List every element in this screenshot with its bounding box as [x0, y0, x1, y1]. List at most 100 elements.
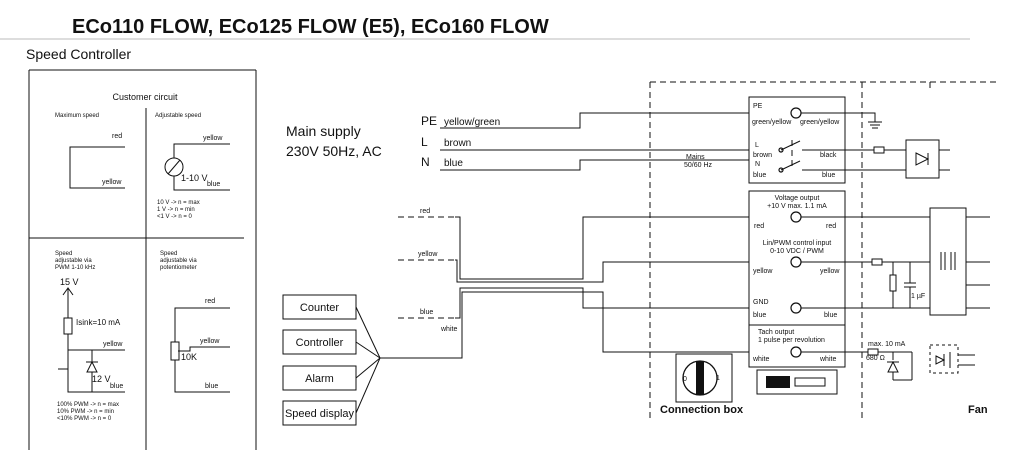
page-subtitle: Speed Controller: [26, 46, 131, 62]
device-counter: Counter: [282, 294, 357, 320]
control-wiring: red yellow blue white: [355, 208, 790, 414]
pe-color: yellow/green: [444, 117, 500, 128]
max-speed-label: Maximum speed: [55, 113, 99, 119]
fan-side: Fan 1 µF max. 10 mA 680 Ω: [866, 82, 990, 416]
box-l-code: L: [755, 142, 759, 149]
wire-white-label: white: [440, 326, 457, 333]
mains-label-1: Mains: [686, 154, 705, 161]
pwm-12v-label: 12 V: [92, 374, 111, 384]
voltage-note-2: 1 V -> n = min: [157, 207, 195, 213]
rectifier-box: [905, 139, 940, 179]
cap-label: 1 µF: [911, 293, 925, 300]
tach-resistor-label: 680 Ω: [866, 355, 885, 362]
box-pe-right: green/yellow: [800, 119, 840, 126]
fuse-symbol: [873, 146, 885, 154]
voltage-note-1: 10 V -> n = max: [157, 200, 200, 206]
pot-title-3: potentiometer: [160, 265, 197, 271]
adj-blue-label: blue: [207, 181, 220, 188]
vo-right: red: [826, 223, 836, 230]
pot-title-1: Speed: [160, 251, 177, 257]
pot-blue-label: blue: [205, 383, 218, 390]
voltage-output-1: Voltage output: [775, 195, 820, 202]
device-alarm-label: Alarm: [305, 373, 334, 385]
pot-yellow-label: yellow: [200, 338, 220, 345]
tach-terminal-block: [748, 324, 846, 368]
pwm-title-3: PWM 1-10 kHz: [55, 265, 95, 271]
device-counter-label: Counter: [300, 302, 339, 314]
adj-yellow-label: yellow: [203, 135, 223, 142]
pull-resistor: [889, 274, 897, 292]
control-input-terminal: [790, 256, 802, 268]
ci-right: yellow: [820, 268, 840, 275]
tach-1: Tach output: [758, 329, 794, 336]
wire-yellow-label: yellow: [418, 251, 438, 258]
gnd-right: blue: [824, 312, 837, 319]
pot-red-label: red: [205, 298, 215, 305]
voltage-note-3: <1 V -> n = 0: [157, 214, 193, 220]
box-pe-left: green/yellow: [752, 119, 792, 126]
n-code: N: [421, 155, 430, 169]
motor-electronics-box: [929, 207, 967, 316]
pwm-15v-label: 15 V: [60, 277, 79, 287]
pot-value-label: 10K: [181, 352, 197, 362]
main-supply-spec: 230V 50Hz, AC: [286, 143, 382, 159]
voltage-output-2: +10 V max. 1.1 mA: [767, 203, 827, 210]
connection-box: PE green/yellow green/yellow L brown N b…: [649, 81, 1000, 418]
device-alarm: Alarm: [282, 365, 357, 391]
adj-voltage-label: 1-10 V: [181, 173, 208, 183]
device-controller-label: Controller: [296, 337, 344, 349]
tach-resistor: [867, 348, 879, 356]
pwm-title-2: adjustable via: [55, 258, 92, 264]
vo-left: red: [754, 223, 764, 230]
gnd-left: blue: [753, 312, 766, 319]
tach-terminal: [790, 346, 802, 358]
control-input-2: 0-10 VDC / PWM: [770, 248, 824, 255]
control-input-1: Lin/PWM control input: [763, 240, 832, 247]
rotary-switch-handle: [696, 361, 704, 395]
n-color: blue: [444, 158, 463, 169]
adj-speed-label: Adjustable speed: [155, 113, 201, 119]
pwm-yellow-label: yellow: [103, 341, 123, 348]
main-supply-title: Main supply: [286, 123, 361, 139]
connector-pins: [794, 377, 826, 387]
wire-red-label: red: [420, 208, 430, 215]
gnd-code: GND: [753, 299, 769, 306]
tach-left: white: [752, 356, 769, 363]
page-title: ECo110 FLOW, ECo125 FLOW (E5), ECo160 FL…: [72, 16, 549, 38]
tach-2: 1 pulse per revolution: [758, 337, 825, 344]
tach-right: white: [819, 356, 836, 363]
switch-one: 1: [716, 375, 720, 382]
connection-box-label: Connection box: [660, 404, 744, 416]
pe-terminal: [790, 107, 802, 119]
mains-label-2: 50/60 Hz: [684, 162, 713, 169]
box-n-code: N: [755, 161, 760, 168]
connector-display: [766, 376, 790, 388]
pwm-note-3: <10% PWM -> n = 0: [57, 416, 112, 422]
fan-label: Fan: [968, 404, 988, 416]
l-code: L: [421, 135, 428, 149]
isink-label: Isink=10 mA: [76, 318, 121, 327]
gnd-terminal: [790, 302, 802, 314]
max-red-label: red: [112, 133, 122, 140]
pwm-note-1: 100% PWM -> n = max: [57, 402, 119, 408]
pe-code: PE: [421, 114, 437, 128]
ci-left: yellow: [753, 268, 773, 275]
device-speed-display: Speed display: [282, 400, 357, 426]
l-color: brown: [444, 138, 471, 149]
optocoupler: [929, 344, 959, 374]
tach-max-label: max. 10 mA: [868, 341, 906, 348]
box-blue-right: blue: [822, 172, 835, 179]
max-yellow-label: yellow: [102, 179, 122, 186]
box-blue-left: blue: [753, 172, 766, 179]
wire-blue-label: blue: [420, 309, 433, 316]
device-controller: Controller: [282, 329, 357, 355]
pwm-title-1: Speed: [55, 251, 72, 257]
voltage-output-terminal: [790, 211, 802, 223]
device-speed-display-label: Speed display: [285, 408, 355, 420]
main-supply: Main supply 230V 50Hz, AC PE yellow/gree…: [286, 112, 790, 171]
pwm-note-2: 10% PWM -> n = min: [57, 409, 114, 415]
pot-title-2: adjustable via: [160, 258, 197, 264]
box-pe-code: PE: [753, 103, 763, 110]
customer-circuit-panel: Customer circuit Maximum speed red yello…: [28, 69, 257, 450]
